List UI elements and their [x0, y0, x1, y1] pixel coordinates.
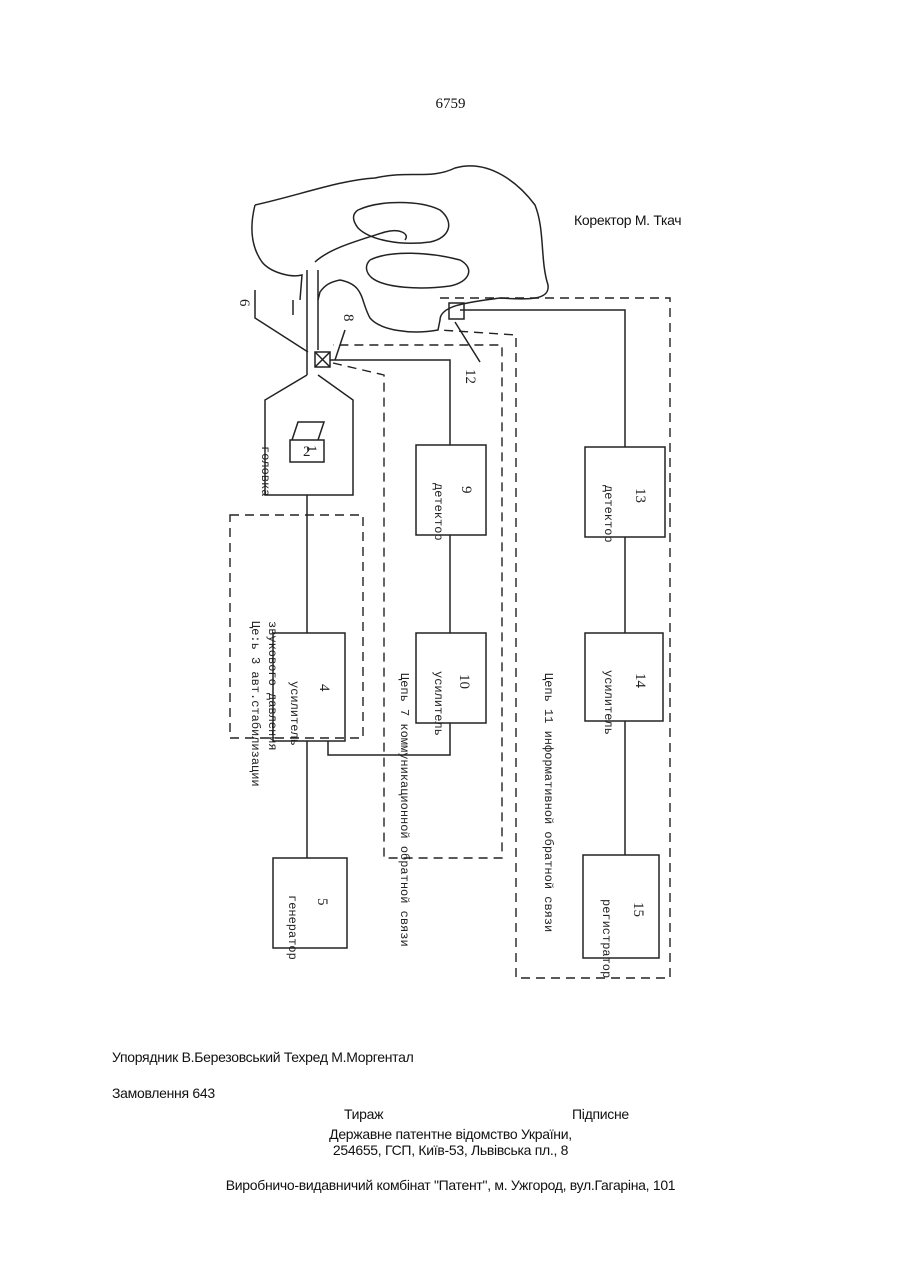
speaker-number: 2 — [303, 444, 311, 460]
loop3-label-1: Це:ь 3 авт.стабилизации — [248, 621, 262, 787]
subscription: Підписне — [572, 1106, 629, 1122]
anatomy-inner-3 — [315, 231, 406, 262]
reg15-label: регистратор — [599, 899, 613, 978]
amp4-label: усилитель — [287, 681, 301, 746]
head-box — [265, 375, 353, 495]
amp4-box — [273, 633, 345, 741]
reg15-number: 15 — [630, 902, 646, 917]
ref-12: 12 — [462, 369, 478, 384]
loop7-label: Цепь 7 коммуникационной обратной связи — [397, 673, 411, 947]
head-label: головка — [258, 446, 272, 496]
compiler-credits: Упорядник В.Березовський Техред М.Морген… — [112, 1049, 413, 1065]
amp10-number: 10 — [456, 674, 472, 689]
det13-number: 13 — [632, 488, 648, 503]
reg15-box — [583, 855, 659, 958]
det9-number: 9 — [458, 486, 474, 494]
gen5-number: 5 — [314, 898, 330, 906]
det13-box — [585, 447, 665, 537]
block-diagram: 1 головка 2 Це:ь 3 авт.стабилизации звук… — [0, 0, 901, 1000]
anatomy-outline — [252, 166, 548, 332]
amp14-number: 14 — [632, 673, 648, 689]
office-address-2: 254655, ГСП, Київ-53, Львівська пл., 8 — [0, 1142, 901, 1158]
order-number: Замовлення 643 — [112, 1085, 215, 1101]
det9-box — [416, 445, 486, 535]
gen5-label: генератор — [285, 895, 299, 960]
gen5-box — [273, 858, 347, 948]
loop-7-boundary — [333, 345, 502, 858]
publisher-line: Виробничо-видавничий комбінат "Патент", … — [0, 1177, 901, 1193]
ref-6: 6 — [236, 299, 252, 307]
circulation: Тираж — [344, 1106, 383, 1122]
loop11-label: Цепь 11 информативной обратной связи — [541, 673, 555, 932]
amp10-label: усилитель — [431, 671, 445, 736]
det9-label: детектор — [431, 483, 445, 541]
ref-8: 8 — [340, 314, 356, 322]
amp10-box — [416, 633, 486, 723]
anatomy-inner-2 — [366, 253, 468, 288]
amp4-number: 4 — [316, 684, 332, 692]
office-address-1: Державне патентне відомство України, — [0, 1126, 901, 1142]
amp14-label: усилитель — [601, 670, 615, 735]
det13-label: детектор — [601, 485, 615, 543]
loop3-label-2: звукового давления — [265, 621, 279, 751]
amp14-box — [585, 633, 663, 721]
